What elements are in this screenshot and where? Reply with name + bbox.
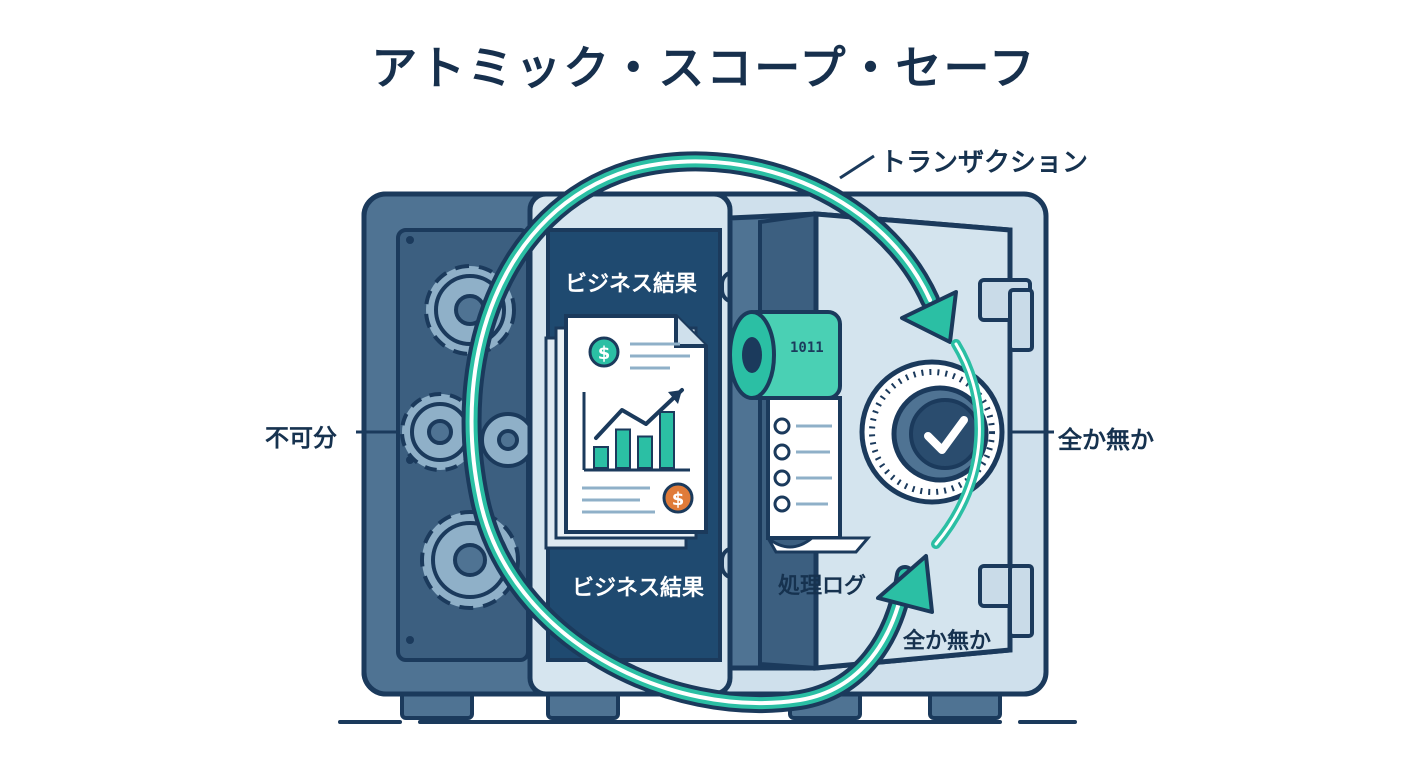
business-result-label-top: ビジネス結果 — [565, 272, 698, 297]
indivisible-label: 不可分 — [265, 424, 337, 452]
mini-bar — [637, 435, 653, 469]
binary-readout: 1011 — [790, 340, 824, 356]
safe-feet — [400, 690, 1002, 720]
ledger-roll: 1011 — [728, 310, 872, 554]
trend-arrow-icon — [594, 388, 684, 440]
door-latches — [978, 278, 1034, 638]
page-title: アトミック・スコープ・セーフ — [371, 41, 1037, 95]
business-result-label-bottom: ビジネス結果 — [572, 576, 705, 601]
coin-icon — [662, 482, 694, 514]
combination-dial — [859, 359, 1005, 505]
coin-icon — [588, 336, 620, 368]
financial-report: $ $ — [544, 314, 708, 550]
circular-arrow-icon — [461, 151, 985, 714]
leader-lines — [356, 154, 1054, 434]
transaction-label: トランザクション — [880, 148, 1089, 178]
currency-symbol: $ — [672, 489, 685, 510]
mini-bar — [593, 446, 609, 469]
mini-bar — [615, 428, 631, 469]
processing-log-label: 処理ログ — [778, 574, 867, 599]
bar-chart-icon — [593, 411, 675, 469]
all-or-nothing-label: 全か無か — [1058, 426, 1154, 454]
all-or-nothing-door-label: 全か無か — [903, 629, 992, 654]
mini-bar — [659, 411, 675, 469]
checkmark-icon — [924, 416, 968, 454]
currency-symbol: $ — [598, 343, 611, 364]
